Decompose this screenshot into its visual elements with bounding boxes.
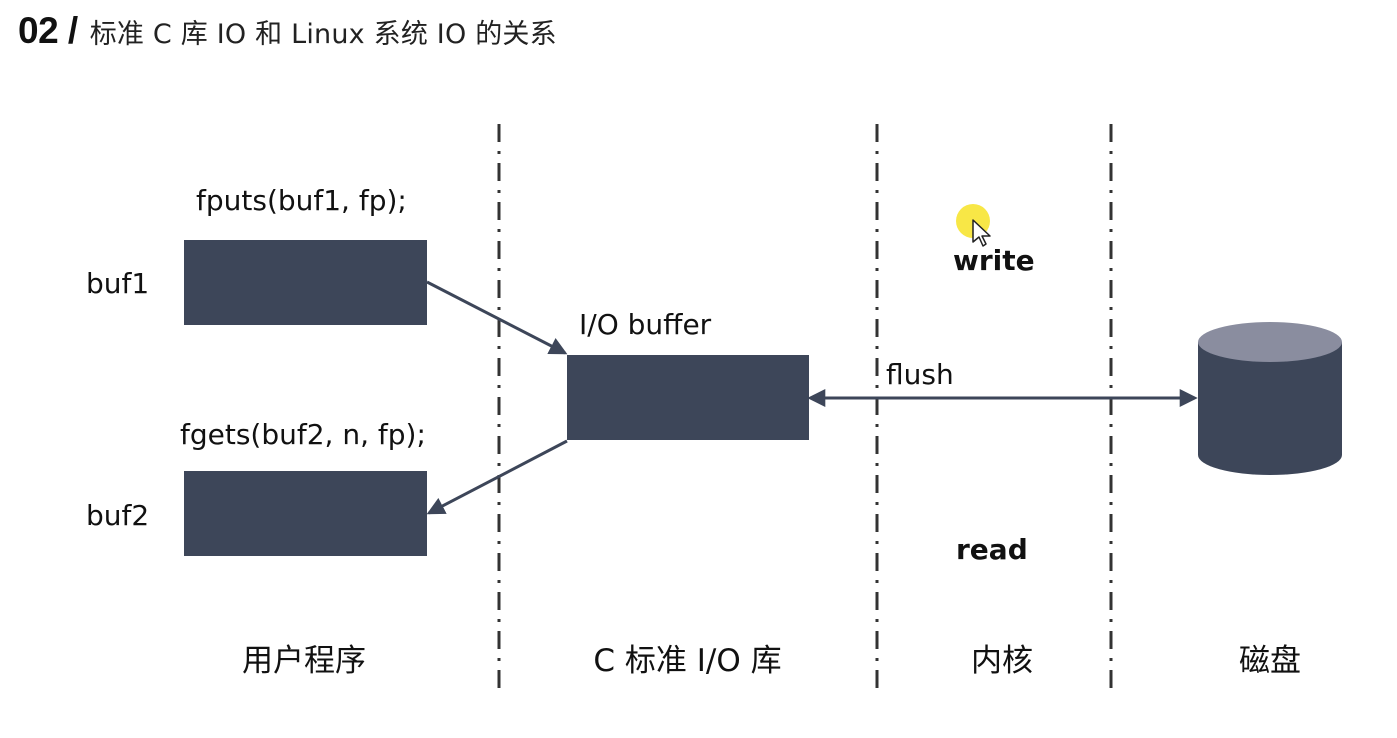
write-label: write <box>953 244 1035 277</box>
slide-header: 02 / 标准 C 库 IO 和 Linux 系统 IO 的关系 <box>18 10 557 58</box>
fgets-arrow <box>426 439 568 515</box>
io-buffer-label: I/O buffer <box>579 308 712 341</box>
column-title-kernel: 内核 <box>971 643 1033 679</box>
column-title-c-standard-io: C 标准 I/O 库 <box>593 643 782 679</box>
column-title-user-program: 用户程序 <box>242 643 366 679</box>
column-title-disk: 磁盘 <box>1239 643 1301 679</box>
read-label: read <box>956 533 1028 566</box>
slide-title: 标准 C 库 IO 和 Linux 系统 IO 的关系 <box>89 19 557 50</box>
buf1-label: buf1 <box>86 267 150 300</box>
buf2-block <box>184 471 427 556</box>
cursor-icon <box>956 204 991 247</box>
io-buffer-block <box>567 355 809 440</box>
buf2-label: buf2 <box>86 499 150 532</box>
fputs-arrow <box>426 280 568 355</box>
disk-icon <box>1198 322 1342 475</box>
fputs-call-label: fputs(buf1, fp); <box>196 184 407 217</box>
slide-number: 02 / <box>18 10 78 51</box>
flush-label: flush <box>886 358 954 391</box>
fgets-call-label: fgets(buf2, n, fp); <box>180 418 426 451</box>
buf1-block <box>184 240 427 325</box>
